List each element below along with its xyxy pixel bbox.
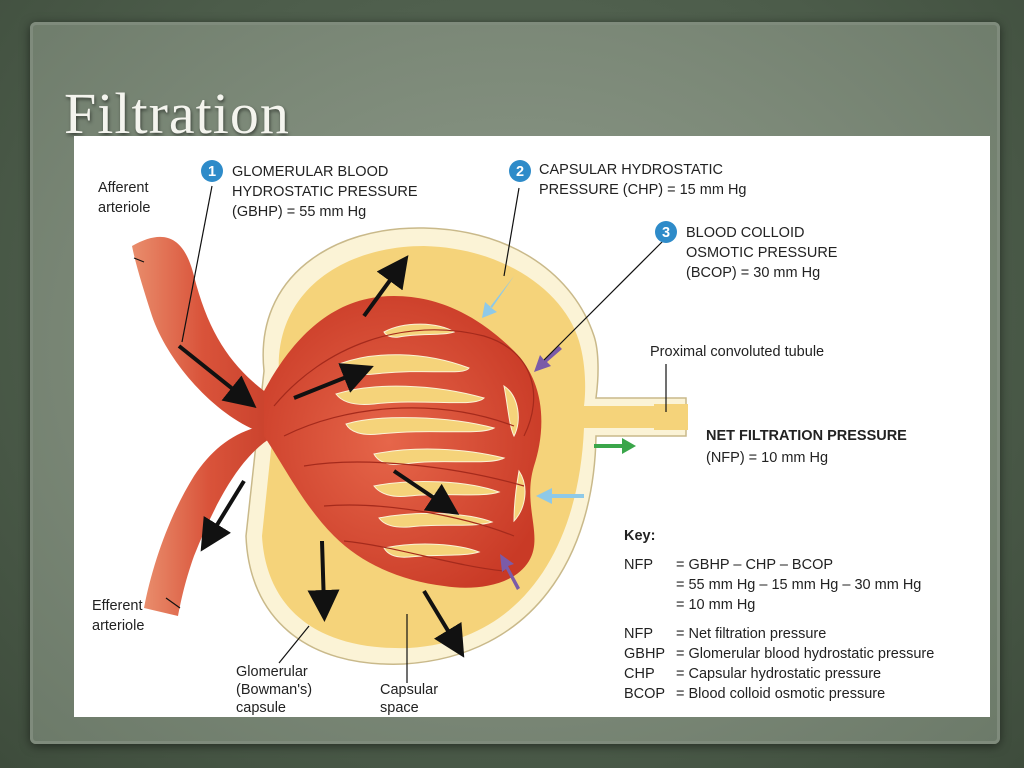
- gbhp-arrow: [293, 363, 374, 400]
- key-def-text: = Blood colloid osmotic pressure: [676, 686, 885, 702]
- leader-lines: [133, 185, 667, 683]
- key-eq-line: = 55 mm Hg – 15 mm Hg – 30 mm Hg: [676, 577, 921, 593]
- capsule-label-2: (Bowman's): [236, 682, 312, 698]
- pressure-1-line-1: GLOMERULAR BLOOD: [232, 164, 388, 180]
- key-def-term: NFP: [624, 626, 653, 642]
- key-heading: Key:: [624, 528, 655, 544]
- capsular-space-label-2: space: [380, 700, 419, 716]
- key-def-term: BCOP: [624, 686, 665, 702]
- key-def-text: = Capsular hydrostatic pressure: [676, 666, 881, 682]
- gbhp-arrow: [362, 255, 409, 318]
- nfp-arrow: [594, 438, 636, 454]
- key: Key: NFP = GBHP – CHP – BCOP = 55 mm Hg …: [624, 528, 934, 702]
- efferent-label-2: arteriole: [92, 618, 144, 634]
- nfp-heading: NET FILTRATION PRESSURE: [706, 428, 907, 444]
- gbhp-arrow: [200, 479, 246, 552]
- nfp-value: (NFP) = 10 mm Hg: [706, 450, 828, 466]
- bcop-arrows: [500, 346, 562, 590]
- pressure-2-line-1: CAPSULAR HYDROSTATIC: [539, 162, 723, 178]
- pressure-2-line-2: PRESSURE (CHP) = 15 mm Hg: [539, 182, 746, 198]
- pressure-3-line-3: (BCOP) = 30 mm Hg: [686, 265, 820, 281]
- key-eq-line: = GBHP – CHP – BCOP: [676, 557, 833, 573]
- gbhp-arrow: [392, 469, 460, 515]
- key-def-term: CHP: [624, 666, 655, 682]
- proximal-tubule: [654, 404, 688, 430]
- key-def-text: = Glomerular blood hydrostatic pressure: [676, 646, 934, 662]
- proximal-tubule-label: Proximal convoluted tubule: [650, 344, 824, 360]
- pressure-1-line-3: (GBHP) = 55 mm Hg: [232, 204, 366, 220]
- pressure-2-number: 2: [516, 164, 524, 180]
- pressure-3-line-1: BLOOD COLLOID: [686, 225, 804, 241]
- afferent-label-1: Afferent: [98, 180, 149, 196]
- key-eq-term: NFP: [624, 557, 653, 573]
- pressure-2-badge: 2: [509, 160, 531, 182]
- pressure-3-badge: 3: [655, 221, 677, 243]
- glomerulus: [264, 296, 542, 588]
- slide-title: Filtration: [64, 81, 290, 146]
- pressure-3-number: 3: [662, 225, 670, 241]
- afferent-arteriole: [132, 236, 274, 436]
- key-def-term: GBHP: [624, 646, 665, 662]
- gbhp-arrows: [177, 255, 465, 658]
- pressure-3-line-2: OSMOTIC PRESSURE: [686, 245, 838, 261]
- filtration-figure: 1 2 3 GLOMERULAR BLOOD HYDROSTATIC PRESS…: [74, 136, 990, 717]
- chp-arrow: [482, 276, 514, 318]
- chp-arrow: [536, 488, 584, 504]
- key-eq-line: = 10 mm Hg: [676, 597, 755, 613]
- bcop-arrow: [534, 346, 562, 372]
- bcop-arrow: [500, 554, 520, 590]
- gbhp-arrow: [307, 540, 340, 622]
- chp-arrows: [482, 276, 584, 504]
- capsule-label-1: Glomerular: [236, 664, 308, 680]
- gbhp-arrow: [177, 344, 257, 408]
- efferent-label-1: Efferent: [92, 598, 143, 614]
- key-def-text: = Net filtration pressure: [676, 626, 826, 642]
- afferent-label-2: arteriole: [98, 200, 150, 216]
- capsular-space-label-1: Capsular: [380, 682, 438, 698]
- pressure-1-badge: 1: [201, 160, 223, 182]
- pressure-1-line-2: HYDROSTATIC PRESSURE: [232, 184, 418, 200]
- capsule-label-3: capsule: [236, 700, 286, 716]
- filtration-diagram: 1 2 3 GLOMERULAR BLOOD HYDROSTATIC PRESS…: [92, 160, 934, 716]
- pressure-1-number: 1: [208, 164, 216, 180]
- gbhp-arrow: [422, 589, 465, 658]
